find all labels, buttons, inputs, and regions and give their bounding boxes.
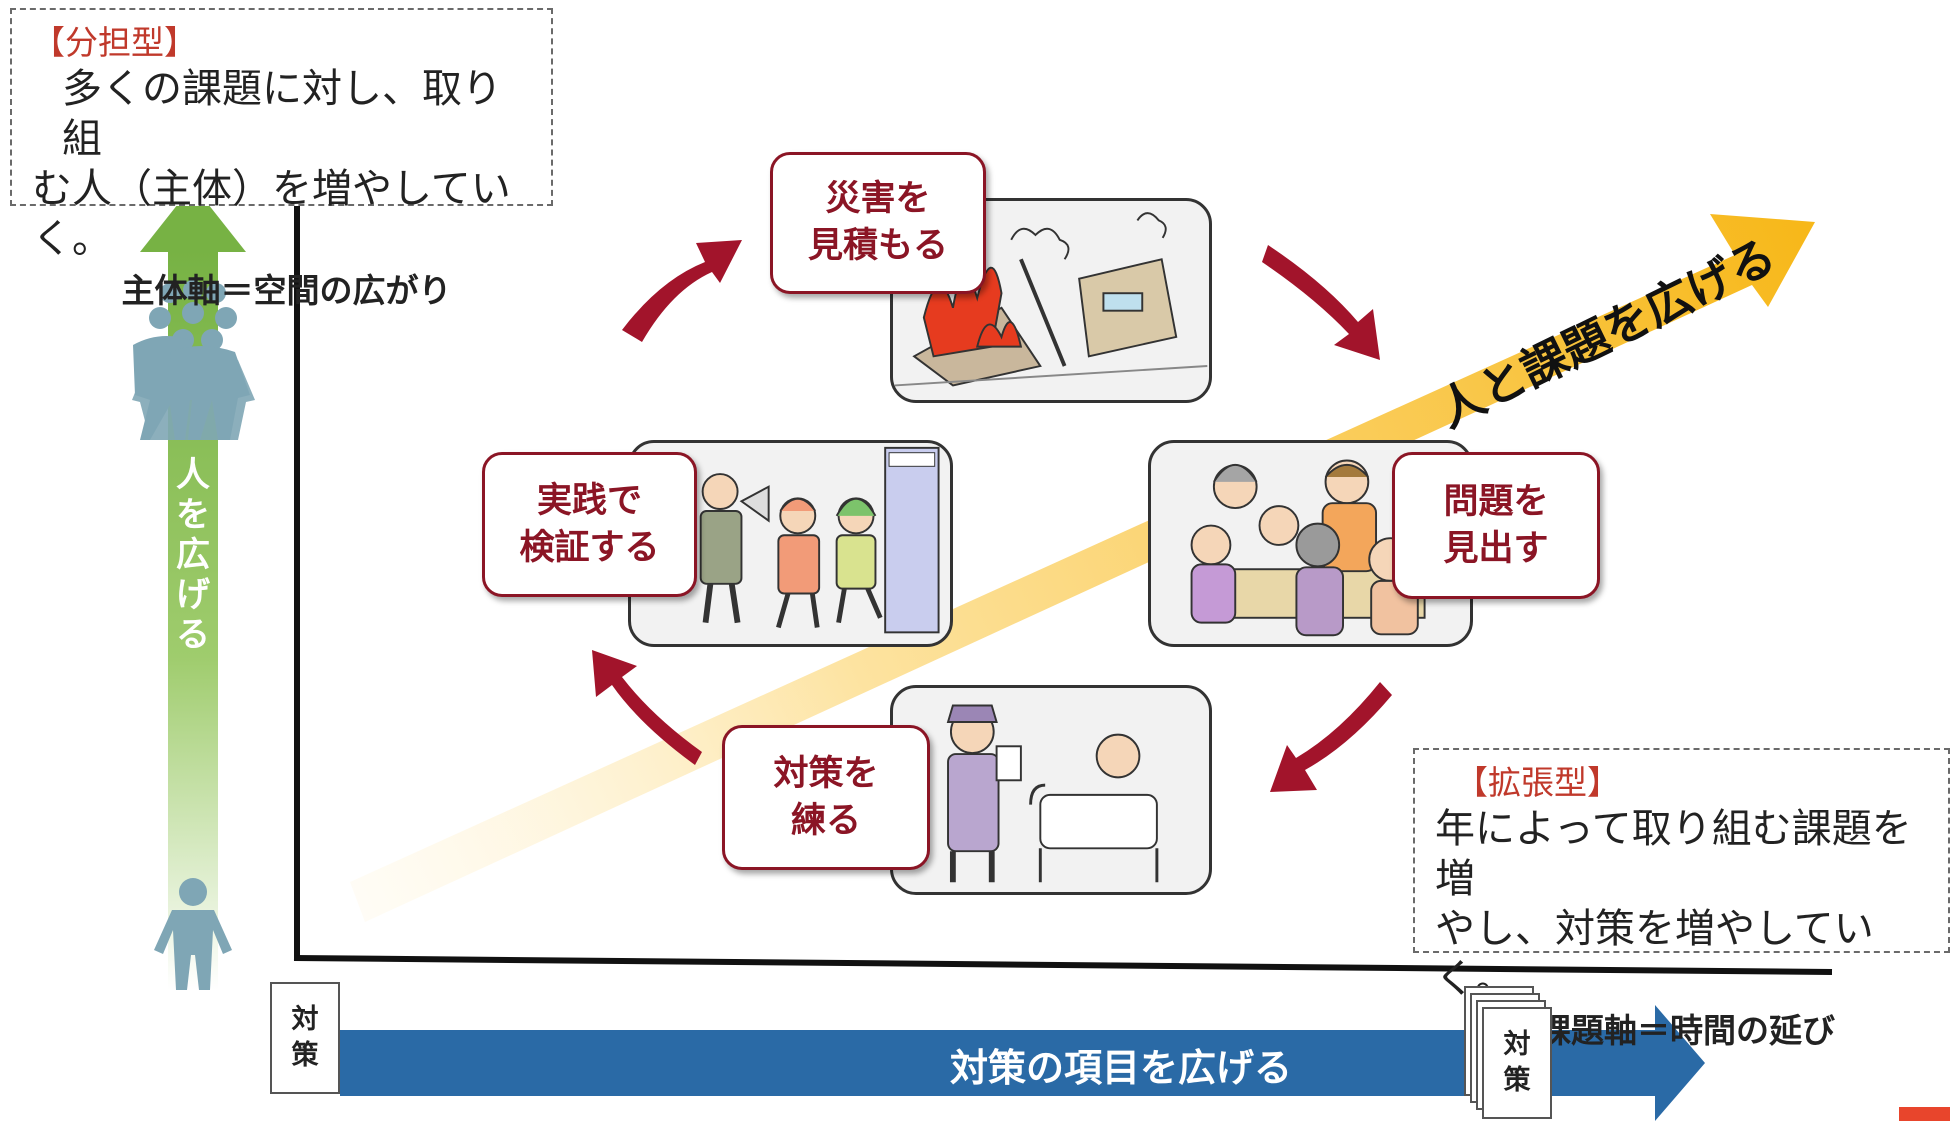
evacuation-illustration bbox=[628, 440, 953, 647]
person-icon bbox=[154, 878, 232, 990]
horizontal-growth-arrow bbox=[340, 1005, 1705, 1121]
diagonal-growth-arrow bbox=[350, 214, 1815, 922]
step-verify-practice: 実践で 検証する bbox=[482, 452, 697, 597]
step-label-line2: 見出す bbox=[1443, 528, 1549, 569]
step-label-line2: 検証する bbox=[519, 527, 660, 568]
cycle-arrows bbox=[592, 240, 1392, 792]
sharing-type-emphasis: 主体軸＝空間の広がり bbox=[121, 271, 452, 310]
expansion-type-box: 【拡張型】 年によって取り組む課題を増 やし、対策を増やしていく。 課題軸＝時間… bbox=[1413, 748, 1950, 1050]
card-char: 対 bbox=[291, 1004, 319, 1035]
step-label-line1: 実践で bbox=[536, 480, 642, 521]
vertical-label-char: げ bbox=[176, 575, 210, 615]
measure-card-single: 対 策 bbox=[270, 982, 340, 1094]
horizontal-arrow-label: 対策の項目を広げる bbox=[950, 1046, 1293, 1090]
corner-mark bbox=[1899, 1107, 1950, 1121]
step-label-line2: 見積もる bbox=[807, 226, 948, 266]
vertical-arrow-label: 人 を 広 げ る bbox=[175, 455, 211, 655]
step-devise-measures: 対策を 練る bbox=[722, 725, 930, 870]
expansion-type-line1: 年によって取り組む課題を増 bbox=[1435, 806, 1912, 902]
disaster-scene bbox=[894, 212, 1208, 387]
disaster-illustration bbox=[890, 198, 1212, 403]
step-label-line1: 問題を bbox=[1443, 481, 1549, 522]
step-label-line2: 練る bbox=[790, 800, 861, 841]
axes bbox=[293, 205, 1833, 975]
sharing-type-box: 【分担型】 多くの課題に対し、取り組 む人（主体）を増やしていく。 主体軸＝空間… bbox=[10, 8, 553, 310]
card-char: 策 bbox=[1503, 1065, 1531, 1096]
vertical-label-char: る bbox=[176, 615, 210, 655]
sharing-type-line1: 多くの課題に対し、取り組 bbox=[62, 66, 502, 162]
evacuation-scene bbox=[699, 446, 940, 634]
step-label-line1: 対策を bbox=[773, 753, 879, 794]
measure-card-stack-front: 対 策 bbox=[1482, 1007, 1552, 1119]
sharing-type-line2: む人（主体）を増やしていく。 bbox=[32, 166, 511, 262]
planning-illustration bbox=[890, 685, 1212, 895]
planning-scene bbox=[946, 704, 1159, 883]
step-label-line1: 災害を bbox=[825, 179, 931, 219]
expansion-type-emphasis: 課題軸＝時間の延び bbox=[1538, 1011, 1835, 1050]
card-char: 策 bbox=[291, 1040, 319, 1071]
vertical-label-char: を bbox=[176, 495, 210, 535]
expansion-type-line2: やし、対策を増やしていく。 bbox=[1435, 906, 1874, 1002]
people-group-icon bbox=[132, 280, 255, 440]
card-char: 対 bbox=[1503, 1029, 1531, 1060]
vertical-label-char: 人 bbox=[176, 455, 210, 495]
vertical-label-char: 広 bbox=[176, 535, 210, 575]
step-find-problems: 問題を 見出す bbox=[1392, 452, 1600, 599]
step-estimate-disaster: 災害を 見積もる bbox=[770, 152, 986, 294]
sharing-type-title: 【分担型】 bbox=[32, 23, 197, 62]
expansion-type-title: 【拡張型】 bbox=[1455, 763, 1620, 802]
